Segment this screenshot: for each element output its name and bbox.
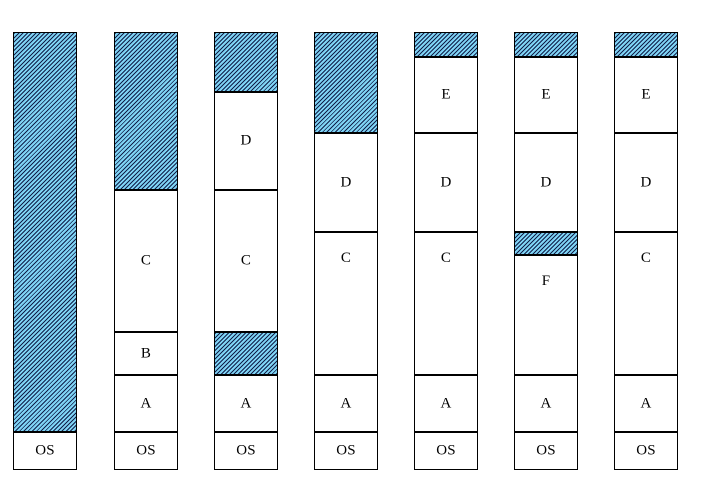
memory-column: C B A OS (114, 0, 178, 487)
block-label: D (340, 174, 352, 190)
allocated-memory-block: D (514, 133, 578, 232)
allocated-memory-block: D (614, 133, 678, 232)
allocated-memory-block: D (314, 133, 378, 232)
free-memory-block (314, 32, 378, 133)
block-label: F (541, 273, 551, 289)
block-label: E (441, 86, 451, 103)
allocated-memory-block: OS (13, 432, 77, 470)
block-label: E (641, 86, 651, 103)
allocated-memory-block: C (414, 232, 478, 375)
allocated-memory-block: OS (514, 432, 578, 470)
free-memory-block (214, 332, 278, 375)
allocated-memory-block: OS (314, 432, 378, 470)
block-label: B (140, 345, 152, 361)
allocated-memory-block: A (214, 375, 278, 432)
free-memory-block (13, 32, 77, 432)
allocated-memory-block: F (514, 255, 578, 375)
block-label: D (540, 174, 552, 190)
block-label: D (640, 174, 652, 190)
free-memory-block (514, 32, 578, 57)
block-label: A (240, 395, 252, 411)
allocated-memory-block: A (414, 375, 478, 432)
block-label: OS (536, 442, 556, 459)
memory-column: E D C A OS (614, 0, 678, 487)
allocated-memory-block: A (114, 375, 178, 432)
block-label: C (140, 252, 152, 269)
allocated-memory-block: E (414, 57, 478, 133)
free-memory-block (114, 32, 178, 190)
block-label: C (440, 250, 452, 266)
allocated-memory-block: A (614, 375, 678, 432)
block-label: A (540, 395, 552, 411)
allocated-memory-block: C (214, 190, 278, 332)
allocated-memory-block: OS (414, 432, 478, 470)
memory-column: D C A OS (214, 0, 278, 487)
block-label: OS (336, 442, 356, 459)
block-label: A (340, 395, 352, 411)
allocated-memory-block: D (214, 92, 278, 190)
block-label: C (240, 252, 252, 269)
block-label: OS (136, 442, 156, 459)
allocated-memory-block: OS (114, 432, 178, 470)
block-label: C (340, 250, 352, 266)
allocated-memory-block: A (514, 375, 578, 432)
block-label: OS (436, 442, 456, 459)
memory-column: OS (13, 0, 77, 487)
memory-column: E D F A OS (514, 0, 578, 487)
block-label: D (440, 174, 452, 190)
block-label: D (240, 132, 252, 149)
block-label: OS (236, 442, 256, 459)
allocated-memory-block: OS (614, 432, 678, 470)
block-label: OS (35, 442, 55, 459)
memory-column: E D C A OS (414, 0, 478, 487)
free-memory-block (514, 232, 578, 255)
allocated-memory-block: C (114, 190, 178, 332)
free-memory-block (214, 32, 278, 92)
allocated-memory-block: OS (214, 432, 278, 470)
allocated-memory-block: C (314, 232, 378, 375)
allocated-memory-block: B (114, 332, 178, 375)
allocated-memory-block: E (514, 57, 578, 133)
allocated-memory-block: E (614, 57, 678, 133)
free-memory-block (614, 32, 678, 57)
block-label: A (440, 395, 452, 411)
block-label: A (640, 395, 652, 411)
allocated-memory-block: D (414, 133, 478, 232)
free-memory-block (414, 32, 478, 57)
allocated-memory-block: A (314, 375, 378, 432)
block-label: E (541, 86, 551, 103)
allocated-memory-block: C (614, 232, 678, 375)
block-label: A (140, 395, 152, 411)
block-label: C (640, 250, 652, 266)
block-label: OS (636, 442, 656, 459)
memory-column: D C A OS (314, 0, 378, 487)
